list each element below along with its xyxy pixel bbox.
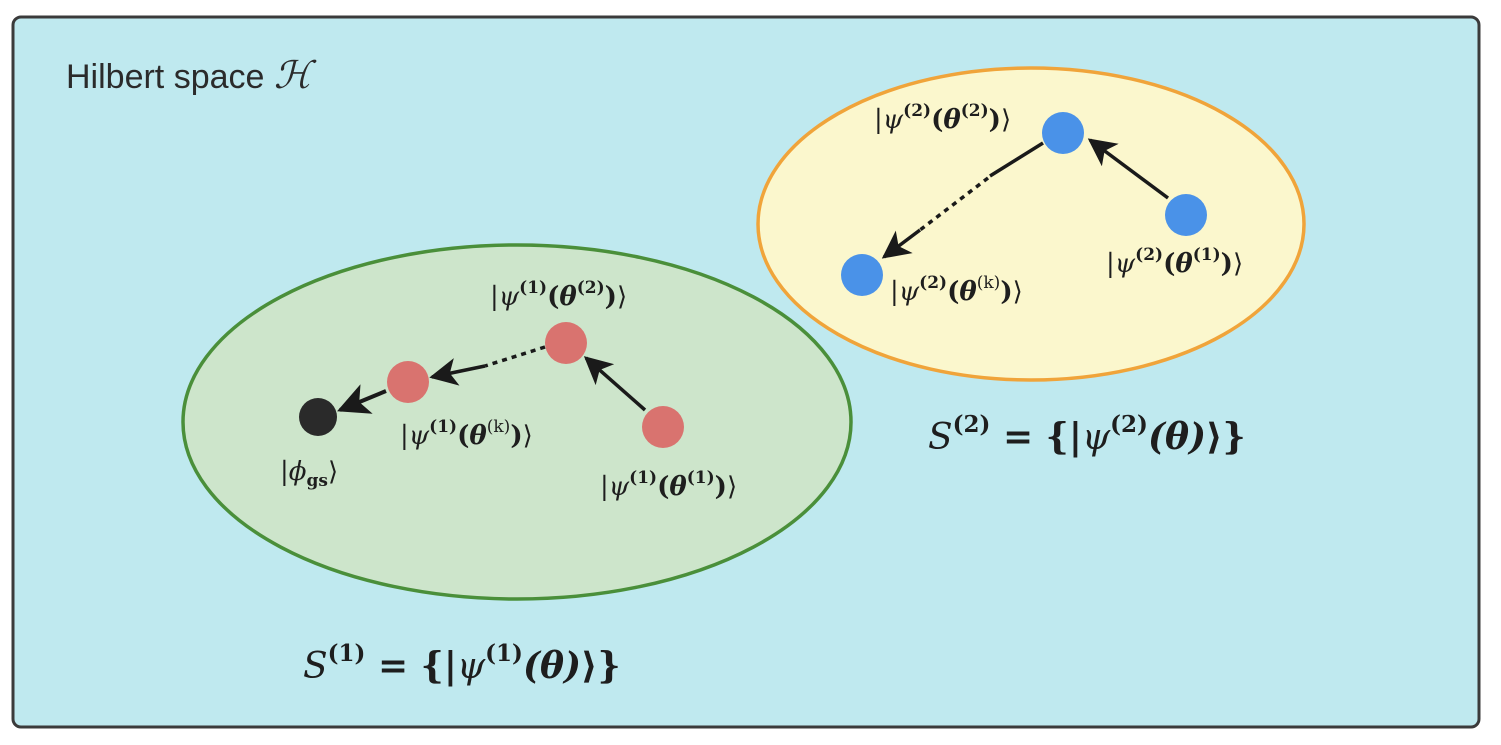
set2-point-theta2 bbox=[1042, 112, 1084, 154]
set1-arrow-to-k bbox=[429, 358, 486, 386]
set2-label-thetak: |ψ(2)(θ(k))⟩ bbox=[890, 273, 1023, 307]
set2-arrow-to-k bbox=[881, 228, 922, 259]
set2-label-theta2: |ψ(2)(θ(2))⟩ bbox=[874, 101, 1011, 135]
set1-arrow-k-to-gs bbox=[337, 384, 387, 414]
set2-label-theta1: |ψ(2)(θ(1))⟩ bbox=[1106, 245, 1243, 279]
set1-label-thetak: |ψ(1)(θ(k))⟩ bbox=[400, 417, 533, 451]
set1-point-theta1 bbox=[642, 406, 684, 448]
set2-definition: S(2) = {|ψ(2)(θ)⟩} bbox=[928, 411, 1246, 458]
set2-arrow-dotted bbox=[918, 176, 990, 232]
set1-arrow-1-to-2 bbox=[583, 356, 647, 412]
set1-ellipse bbox=[181, 243, 853, 601]
hilbert-space-title: Hilbert space ℋ bbox=[66, 53, 317, 97]
ground-state-label: |ϕgs⟩ bbox=[280, 457, 338, 491]
set1-definition: S(1) = {|ψ(1)(θ)⟩} bbox=[303, 640, 621, 687]
set1-label-theta1: |ψ(1)(θ(1))⟩ bbox=[600, 468, 737, 502]
set2-point-theta1 bbox=[1165, 194, 1207, 236]
set2-ellipse bbox=[756, 66, 1306, 382]
set2-arrow-1-to-2 bbox=[1087, 138, 1170, 200]
set1-point-thetak bbox=[387, 361, 429, 403]
set2-arrow-2-solid bbox=[989, 141, 1044, 178]
set1-label-theta2: |ψ(1)(θ(2))⟩ bbox=[490, 278, 627, 312]
set1-arrow-2-dotted bbox=[484, 345, 546, 368]
ground-state-point bbox=[299, 398, 337, 436]
set2-point-thetak bbox=[841, 254, 883, 296]
set1-point-theta2 bbox=[545, 322, 587, 364]
